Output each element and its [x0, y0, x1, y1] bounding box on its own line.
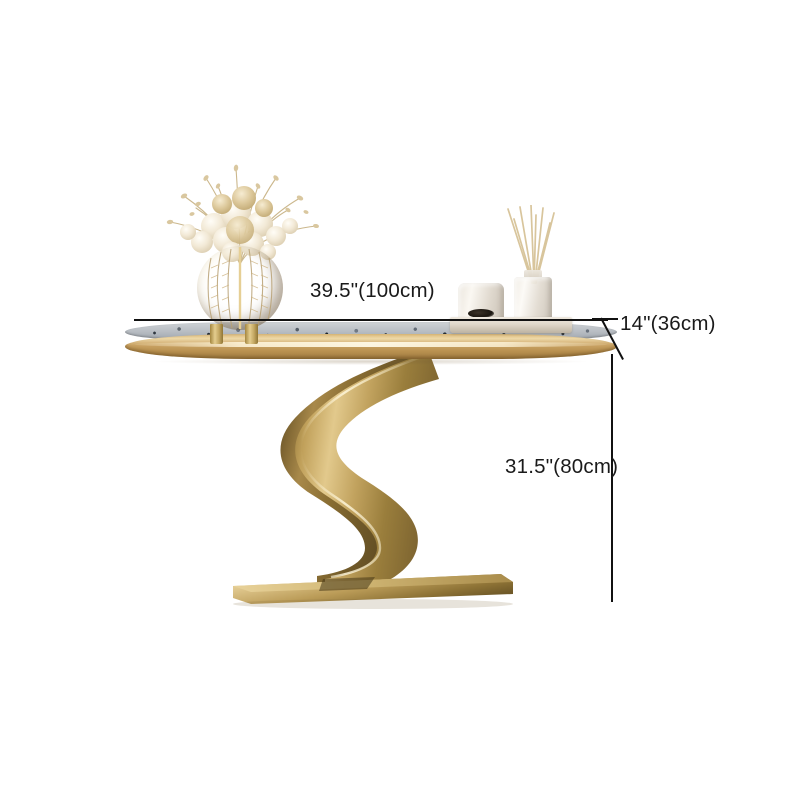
flower-buds	[166, 164, 319, 229]
table-base-s-curve	[233, 352, 513, 609]
base-edge-highlight	[299, 353, 428, 579]
vase-body	[197, 246, 283, 330]
height-dimension-label: 31.5"(80cm)	[505, 455, 619, 478]
vase-rib-pattern	[207, 246, 273, 329]
base-foot-notch	[319, 577, 375, 591]
height-dimension-line	[611, 354, 613, 602]
decor-vase-with-flowers	[140, 152, 345, 344]
diffuser-bottle-neck	[524, 270, 542, 280]
candle-wick	[468, 309, 494, 318]
diffuser-bottle	[514, 277, 552, 323]
table-top-highlight	[134, 342, 608, 347]
width-dimension-line	[134, 319, 608, 321]
depth-dimension-tick	[592, 318, 618, 320]
flower-blooms	[180, 186, 298, 262]
dried-flower-arrangement	[166, 164, 319, 265]
base-foot-top-face	[233, 574, 513, 592]
vase-foot-right	[245, 324, 258, 344]
decor-tray	[450, 317, 572, 333]
decor-diffuser-set	[446, 205, 581, 340]
table-top-shadow	[154, 358, 588, 365]
base-contact-shadow	[233, 599, 513, 609]
base-ribbon-front	[295, 352, 439, 599]
width-dimension-label: 39.5"(100cm)	[310, 279, 435, 302]
depth-dimension-label: 14"(36cm)	[620, 312, 716, 335]
vase-foot-left	[210, 324, 223, 344]
